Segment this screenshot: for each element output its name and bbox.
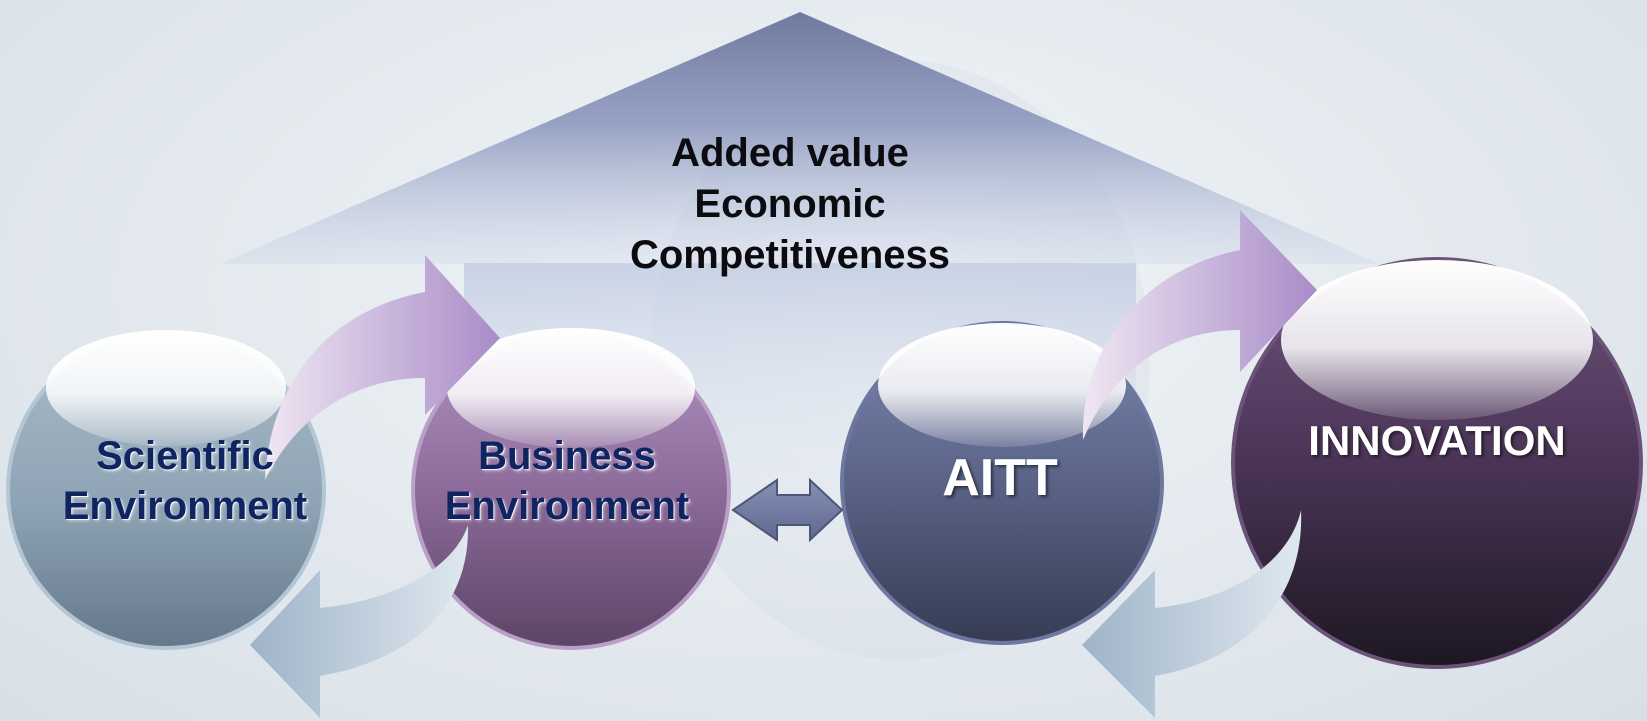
curved-arrow-right-icon [1082, 210, 1317, 440]
scientific-environment-label: Scientific Environment [20, 431, 350, 531]
innovation-label: INNOVATION [1308, 417, 1566, 464]
roof-line-economic: Economic [694, 182, 886, 226]
business-label-line-2: Environment [444, 484, 690, 528]
roof-line-added-value: Added value [671, 131, 909, 175]
curved-arrow-left-icon [1082, 510, 1302, 718]
business-environment-circle [411, 328, 731, 650]
roof-line-competitiveness: Competitiveness [629, 233, 951, 277]
roof-text: Added value Economic Competitiveness [540, 128, 1040, 281]
double-headed-arrow-icon [731, 477, 844, 543]
aitt-label: AITT [942, 449, 1058, 507]
roof-arrow [220, 12, 1380, 264]
curved-arrow-right-icon [265, 255, 500, 480]
scientific-label-line-2: Environment [62, 484, 308, 528]
scientific-label-line-1: Scientific [96, 434, 274, 478]
business-environment-label: Business Environment [402, 431, 732, 531]
scientific-environment-circle [6, 330, 326, 650]
curved-arrow-left-icon [250, 525, 469, 718]
aitt-circle [840, 321, 1164, 645]
innovation-circle [1231, 257, 1643, 669]
business-label-line-1: Business [478, 434, 656, 478]
